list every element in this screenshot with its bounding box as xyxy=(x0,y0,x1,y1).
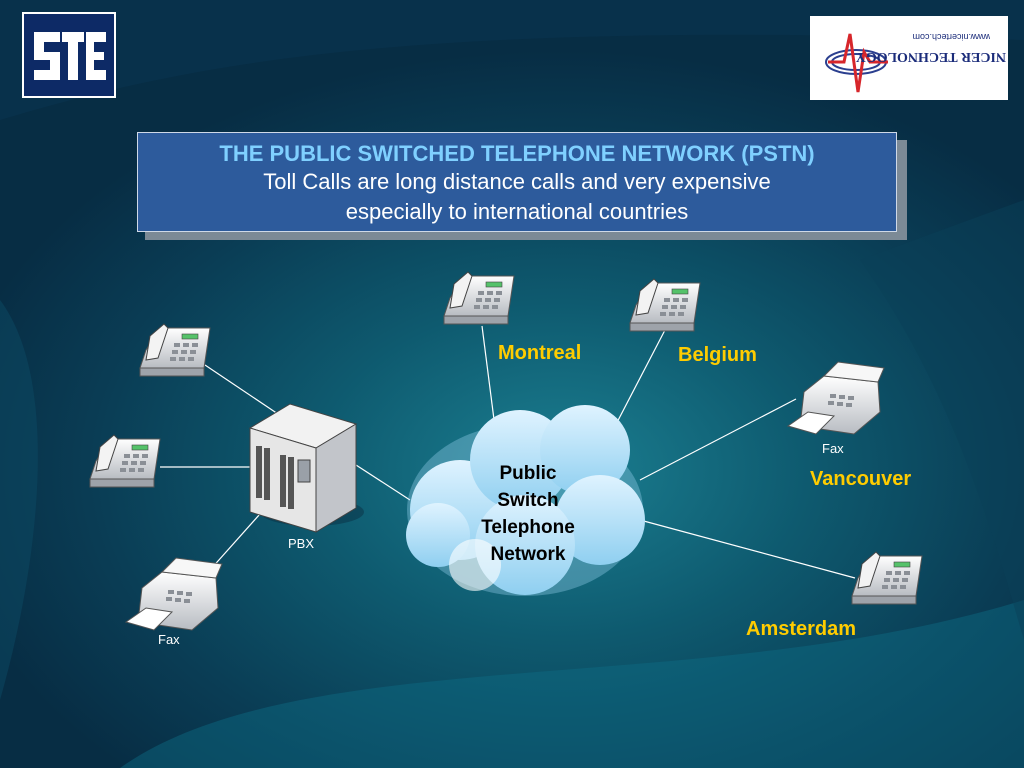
cloud-label: Public Switch Telephone Network xyxy=(458,460,598,568)
phone-icon-pbx-top xyxy=(139,323,211,377)
connection-lines xyxy=(160,325,856,579)
phone-icon-montreal xyxy=(443,271,515,325)
phone-icon-belgium xyxy=(629,278,701,332)
phone-icon-pbx-middle xyxy=(89,434,161,488)
ste-logo-mark xyxy=(34,32,106,80)
cloud-label-line-3: Telephone xyxy=(481,517,575,538)
fax-right-label: Fax xyxy=(822,441,844,456)
city-label-amsterdam: Amsterdam xyxy=(746,618,857,640)
phone-icon-amsterdam xyxy=(851,551,923,605)
pbx-server-icon xyxy=(248,403,364,533)
nicer-logo-mark xyxy=(825,33,888,93)
slide-subtitle-2: especially to international countries xyxy=(345,199,689,224)
slide-subtitle-1: Toll Calls are long distance calls and v… xyxy=(263,169,771,194)
cloud-label-line-1: Public xyxy=(499,463,557,484)
cloud-label-line-4: Network xyxy=(490,544,566,565)
title-box: THE PUBLIC SWITCHED TELEPHONE NETWORK (P… xyxy=(137,132,897,232)
city-label-vancouver: Vancouver xyxy=(810,468,912,490)
fax-icon-vancouver xyxy=(787,361,885,435)
city-label-montreal: Montreal xyxy=(498,342,582,364)
fax-icon-left xyxy=(125,557,223,631)
pstn-cloud xyxy=(406,405,645,596)
city-label-belgium: Belgium xyxy=(678,344,757,366)
ste-logo xyxy=(22,12,116,98)
cloud-label-line-2: Switch xyxy=(497,490,559,511)
fax-left-label: Fax xyxy=(158,632,180,647)
slide-title: THE PUBLIC SWITCHED TELEPHONE NETWORK (P… xyxy=(219,141,815,166)
pbx-label: PBX xyxy=(288,536,315,551)
nicer-technology-logo: NICER TECHNOLOGY www.nicertech.com xyxy=(810,16,1008,100)
